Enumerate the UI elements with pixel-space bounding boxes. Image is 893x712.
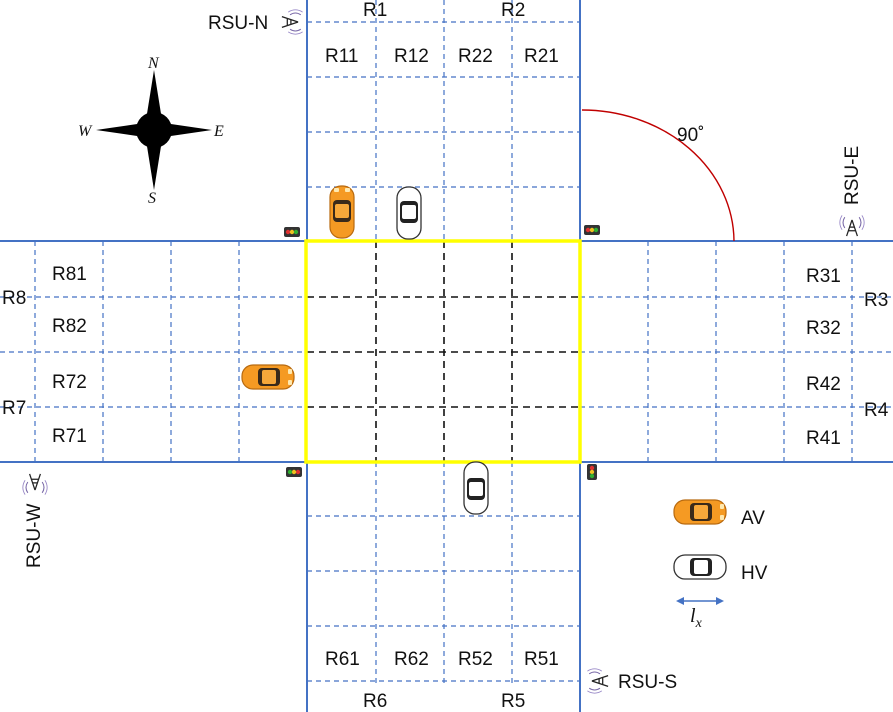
lane-label-r61: R61	[325, 649, 360, 670]
lane-label-r81: R81	[52, 264, 87, 285]
compass-w: W	[78, 123, 93, 140]
legend-hv-car-icon	[673, 554, 727, 580]
traffic-light-icon	[286, 467, 302, 477]
rsu-w-label: RSU-W	[24, 504, 45, 568]
south-approach-grid	[307, 462, 580, 685]
rsu-e-antenna-icon	[839, 214, 865, 237]
conflict-zone-border	[304, 239, 582, 464]
road-label-r5: R5	[501, 691, 525, 712]
lane-label-r42: R42	[806, 374, 841, 395]
angle-arc	[581, 109, 735, 242]
road-label-r2: R2	[501, 0, 525, 21]
length-arrow-left-icon	[676, 597, 684, 605]
rsu-n-antenna-icon	[281, 9, 304, 35]
compass-n: N	[147, 55, 160, 72]
legend-av-label: AV	[741, 508, 765, 529]
lane-label-r51: R51	[524, 649, 559, 670]
lane-label-r62: R62	[394, 649, 429, 670]
lane-label-r82: R82	[52, 316, 87, 337]
rsu-s-antenna-icon	[586, 668, 609, 694]
road-label-r1: R1	[363, 0, 387, 21]
road-label-r8: R8	[2, 288, 26, 309]
traffic-light-icon	[584, 225, 600, 235]
traffic-light-icon	[587, 464, 597, 480]
lane-label-r71: R71	[52, 426, 87, 447]
compass-e: E	[213, 123, 224, 140]
rsu-w-antenna-icon	[22, 473, 48, 496]
lane-label-r52: R52	[458, 649, 493, 670]
length-symbol: lx	[690, 605, 703, 631]
legend: AV HV lx	[673, 499, 768, 631]
lane-label-r72: R72	[52, 372, 87, 393]
av-car-west	[241, 364, 295, 390]
rsu-s-label: RSU-S	[618, 672, 677, 693]
hv-car-south	[463, 461, 489, 515]
lane-label-r22: R22	[458, 46, 493, 67]
lane-label-r32: R32	[806, 318, 841, 339]
legend-av-car-icon	[673, 499, 727, 525]
road-label-r4: R4	[864, 400, 889, 421]
lane-label-r31: R31	[806, 266, 841, 287]
hv-car-north	[396, 186, 422, 240]
east-approach-grid	[580, 241, 893, 462]
rsu-e-label: RSU-E	[842, 146, 863, 205]
compass-s: S	[148, 190, 156, 207]
conflict-zone	[304, 239, 582, 464]
road-label-r6: R6	[363, 691, 387, 712]
lane-label-r41: R41	[806, 428, 841, 449]
road-label-r7: R7	[2, 398, 26, 419]
west-approach-grid	[0, 241, 307, 462]
rsu-n-label: RSU-N	[208, 13, 268, 34]
lane-label-r21: R21	[524, 46, 559, 67]
angle-label: 90˚	[677, 125, 704, 146]
lane-label-r11: R11	[325, 46, 358, 67]
traffic-light-icon	[284, 227, 300, 237]
length-arrow-right-icon	[716, 597, 724, 605]
av-car-north	[329, 185, 355, 239]
lane-label-r12: R12	[394, 46, 429, 67]
compass-icon	[96, 70, 212, 190]
north-approach-grid	[307, 0, 580, 241]
legend-hv-label: HV	[741, 563, 768, 584]
road-label-r3: R3	[864, 290, 888, 311]
